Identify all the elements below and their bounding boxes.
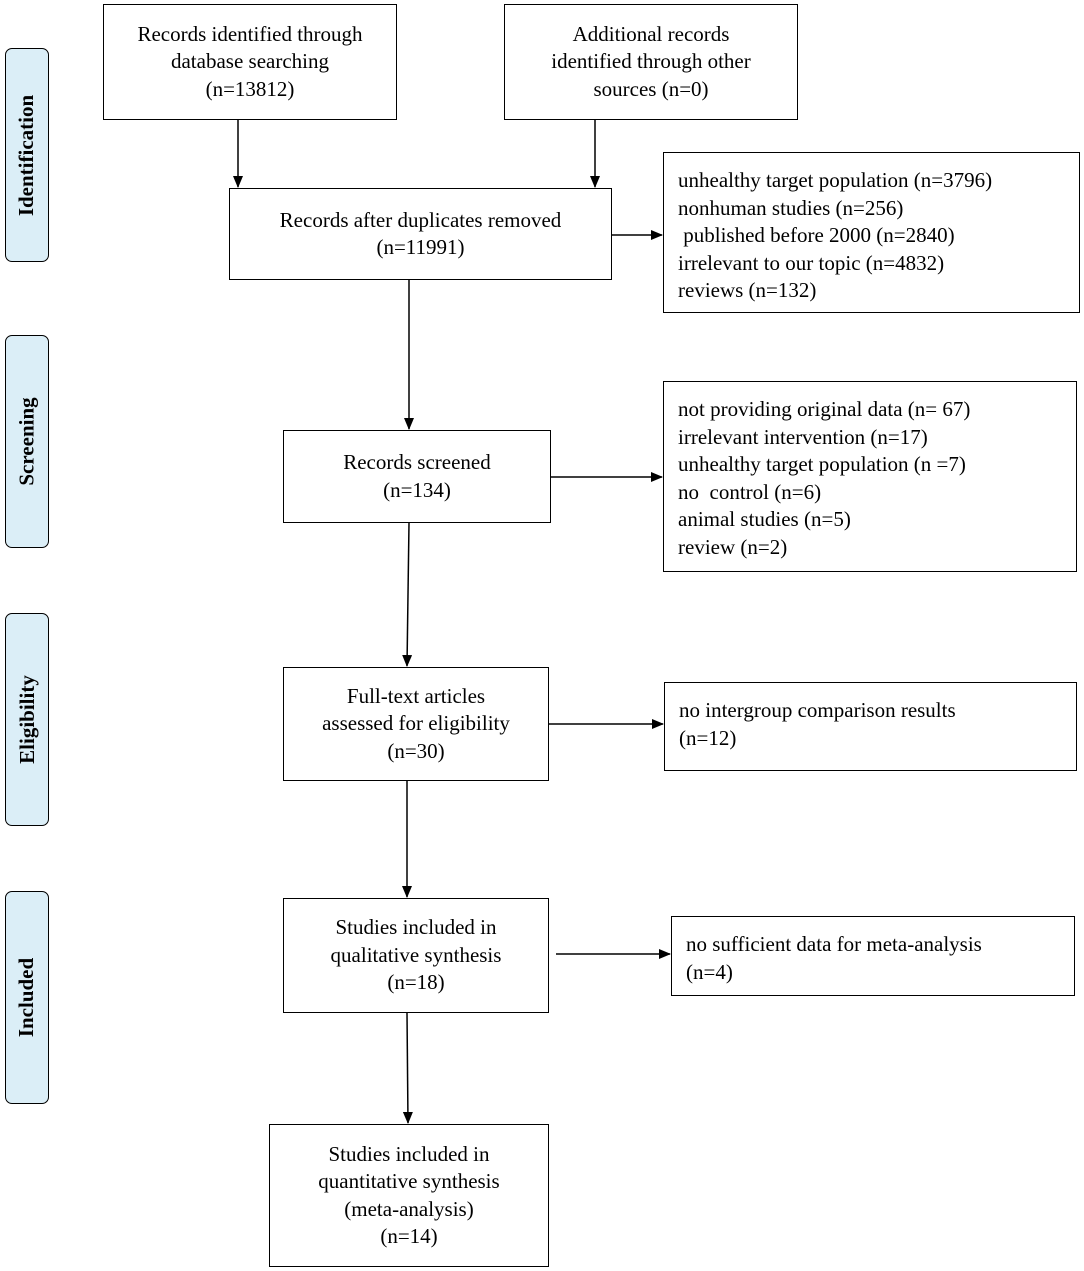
- box-line: qualitative synthesis: [330, 942, 502, 967]
- box-line: (meta-analysis): [344, 1196, 474, 1221]
- phase-included: Included: [5, 891, 49, 1104]
- eligibility-exclusions-box: no intergroup comparison results (n=12): [664, 682, 1077, 771]
- exclusion-line: irrelevant to our topic (n=4832): [678, 250, 945, 275]
- box-line: (n=13812): [205, 76, 295, 101]
- exclusion-line: no sufficient data for meta-analysis: [686, 932, 982, 956]
- exclusion-line: no control (n=6): [678, 479, 822, 504]
- box-line: assessed for eligibility: [322, 711, 510, 736]
- exclusion-line: (n=12): [679, 725, 737, 750]
- box-line: database searching: [170, 49, 329, 74]
- records-identified-box: Records identified through database sear…: [103, 4, 397, 120]
- qualitative-synthesis-box: Studies included in qualitative synthesi…: [283, 898, 549, 1013]
- box-line: Records identified through: [137, 21, 363, 46]
- phase-identification: Identification: [5, 48, 49, 262]
- box-line: (n=14): [380, 1224, 438, 1248]
- box-line: Full-text articles: [346, 683, 486, 708]
- phase-eligibility: Eligibility: [5, 613, 49, 826]
- exclusion-line: review (n=2): [678, 534, 788, 559]
- exclusion-line: unhealthy target population (n=3796): [678, 168, 993, 192]
- quantitative-synthesis-box: Studies included in quantitative synthes…: [269, 1124, 549, 1267]
- exclusion-line: nonhuman studies (n=256): [678, 195, 904, 220]
- arrow-screened-to-fulltext: [402, 522, 413, 667]
- box-line: Records after duplicates removed: [279, 207, 562, 232]
- exclusion-line: unhealthy target population (n =7): [678, 452, 966, 476]
- exclusion-line: (n=4): [686, 959, 733, 984]
- phase-screening: Screening: [5, 335, 49, 548]
- exclusion-line: published before 2000 (n=2840): [678, 223, 955, 247]
- full-text-articles-box: Full-text articles assessed for eligibil…: [283, 667, 549, 781]
- box-line: Studies included in: [328, 1141, 490, 1166]
- exclusion-line: no intergroup comparison results: [679, 698, 956, 722]
- box-line: (n=11991): [376, 235, 465, 259]
- included-exclusions-box: no sufficient data for meta-analysis (n=…: [671, 916, 1075, 996]
- box-line: (n=134): [383, 477, 451, 502]
- box-line: Records screened: [343, 450, 491, 474]
- box-line: Additional records: [572, 21, 730, 46]
- box-line: Studies included in: [335, 915, 497, 940]
- box-line: sources (n=0): [593, 76, 709, 101]
- records-screened-box: Records screened (n=134): [283, 430, 551, 523]
- exclusion-line: irrelevant intervention (n=17): [678, 424, 928, 449]
- box-line: (n=18): [387, 970, 445, 995]
- box-line: identified through other: [551, 49, 751, 74]
- box-line: (n=30): [387, 738, 445, 763]
- records-after-duplicates-box: Records after duplicates removed (n=1199…: [229, 188, 612, 280]
- box-line: quantitative synthesis: [318, 1169, 500, 1193]
- exclusion-line: not providing original data (n= 67): [678, 397, 971, 421]
- exclusion-line: animal studies (n=5): [678, 507, 851, 531]
- arrow-qualitative-to-quantitative: [402, 1012, 413, 1124]
- screening-exclusions-box: not providing original data (n= 67) irre…: [663, 381, 1077, 572]
- identification-exclusions-box: unhealthy target population (n=3796) non…: [663, 152, 1080, 313]
- additional-records-box: Additional records identified through ot…: [504, 4, 798, 120]
- exclusion-line: reviews (n=132): [678, 278, 817, 302]
